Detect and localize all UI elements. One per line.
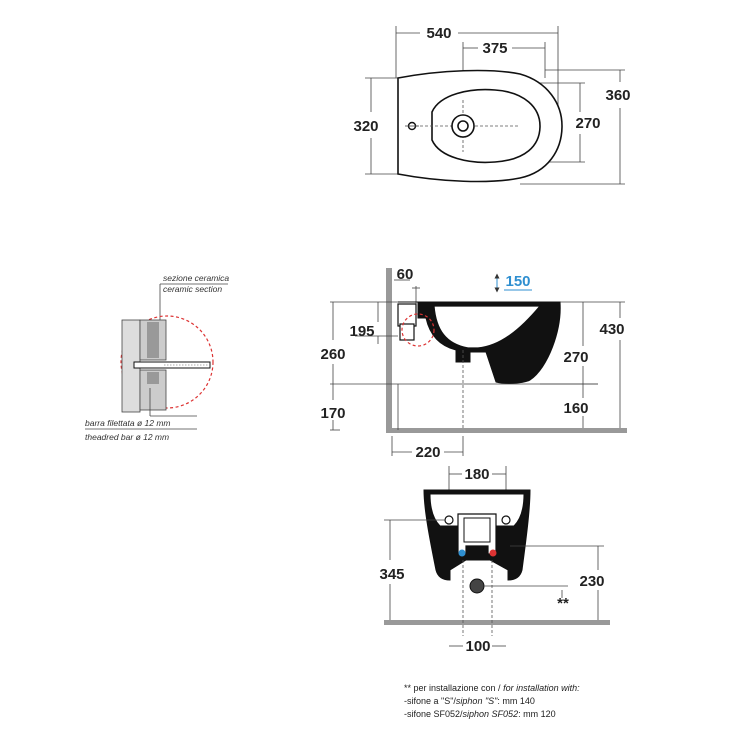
dim-overall-height: 430 xyxy=(599,321,624,338)
dim-wall-to-outlet: 220 xyxy=(415,444,440,461)
side-view: 60 150 430 270 160 195 260 xyxy=(320,266,627,461)
dim-side-width: 320 xyxy=(353,118,378,135)
section-callout-circle xyxy=(401,313,435,347)
dim-fixing-height: 345 xyxy=(379,566,404,583)
dim-rim-height: 260 xyxy=(320,346,345,363)
rear-floor xyxy=(384,620,610,625)
detail-circle xyxy=(120,315,214,409)
rear-view: 180 345 230 ** 100 xyxy=(379,466,610,655)
section-detail: sezione ceramica ceramic section barra f… xyxy=(85,273,229,442)
footnote-line-2: -sifone a "S"/siphon "S": mm 140 xyxy=(404,696,535,706)
dim-inlet-height: 195 xyxy=(349,323,374,340)
section-label-it: sezione ceramica xyxy=(163,273,229,283)
note-marker: ** xyxy=(557,595,569,612)
dim-overall-length: 540 xyxy=(426,25,451,42)
top-view: 540 375 360 270 320 xyxy=(353,25,631,185)
wall xyxy=(386,268,392,432)
rear-fixing-hole-right-icon xyxy=(501,515,511,525)
footnote-line-1: ** per installazione con / for installat… xyxy=(404,683,580,693)
dim-bowl-width: 270 xyxy=(575,115,600,132)
footnote: ** per installazione con / for installat… xyxy=(404,683,580,719)
bar-label-en: theadred bar ø 12 mm xyxy=(85,432,169,442)
dim-rear-to-hole: 375 xyxy=(482,40,507,57)
dim-floor-clearance-front: 160 xyxy=(563,400,588,417)
outlet-icon xyxy=(469,578,485,594)
dim-floor-clearance-rear: 170 xyxy=(320,405,345,422)
hot-water-icon xyxy=(489,549,497,557)
dim-bowl-rise: 150 xyxy=(505,273,530,290)
dim-fixing-offset: 60 xyxy=(397,266,414,283)
dim-depth: 360 xyxy=(605,87,630,104)
bar-label-it: barra filettata ø 12 mm xyxy=(85,418,171,428)
cold-water-icon xyxy=(458,549,466,557)
dim-bowl-depth: 270 xyxy=(563,349,588,366)
dim-fixing-spacing: 180 xyxy=(464,466,489,483)
dim-outlet-spacing: 100 xyxy=(465,638,490,655)
rear-fixing-hole-left-icon xyxy=(444,515,454,525)
floor xyxy=(386,428,627,433)
dim-outlet-height: 230 xyxy=(579,573,604,590)
footnote-line-3: -sifone SF052/siphon SF052: mm 120 xyxy=(404,709,556,719)
section-label-en: ceramic section xyxy=(163,284,222,294)
